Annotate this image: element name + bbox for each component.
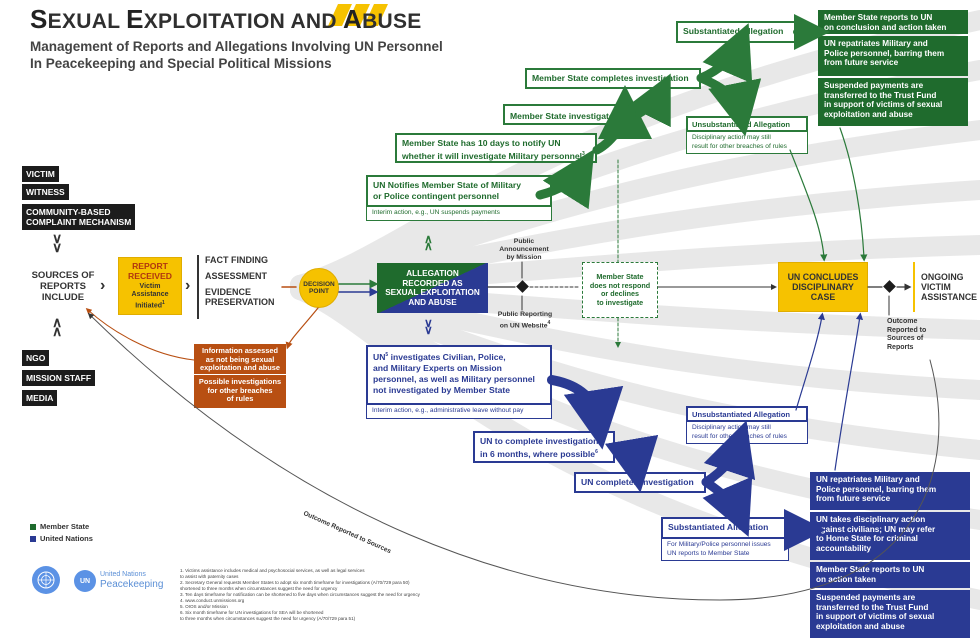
footnote-line: 5. OIOS and/or Mission [180,604,228,609]
footnote-ref-1: 1 [162,300,165,306]
victim-assistance-note: Victim Assistance Initiated1 [119,283,181,310]
footnotes: 1. Victims assistance includes medical a… [180,568,420,622]
ten-days-notify: Member State has 10 days to notify UN wh… [395,133,597,163]
ms-unsubstantiated-allegation: Unsubstantiated Allegation [686,116,808,132]
un-investigates-text: investigates Civilian, Police, and Milit… [373,351,535,395]
un-outcome-disciplinary: UN takes disciplinary action against civ… [810,512,970,560]
source-ngo: NGO [22,350,50,366]
un-unsubstantiated-note: Disciplinary action may still result for… [686,422,808,444]
un-substantiated-note: For Military/Police personnel issues UN … [661,539,789,561]
un-six-months-text: UN to complete investigation in 6 months… [480,436,599,459]
sources-label: SOURCES OF REPORTS INCLUDE [31,270,95,303]
chevron-right-icon: › [100,277,106,294]
victim-assistance-text: Victim Assistance Initiated [131,283,169,310]
decision-point: DECISION POINT [299,268,339,308]
info-not-sea: Information assessed as not being sexual… [194,344,286,376]
subtitle-line-1: Management of Reports and Allegations In… [30,39,443,54]
logo-line-1: United Nations [100,571,146,578]
ms-no-response-text: Member State does not respond or decline… [589,272,651,307]
allegation-recorded-label: ALLEGATION RECORDED AS SEXUAL EXPLOITATI… [385,269,480,307]
peacekeeping-logo-icon: UN [74,570,96,592]
info-other-breaches: Possible investigations for other breach… [194,374,286,408]
peacekeeping-logo-text: United Nations Peacekeeping [100,571,163,590]
ms-unsubstantiated-note: Disciplinary action may still result for… [686,132,808,154]
chevron-right-icon: › [185,277,191,294]
un-emblem-icon [32,566,60,594]
interim-action-suspend: Interim action, e.g., UN suspends paymen… [366,207,552,221]
un-outcome-trust-fund: Suspended payments are transferred to th… [810,590,970,638]
peacekeeping-logo-badge: UN [79,577,91,585]
legend-member-state: Member State [30,522,89,531]
un-outcome-ms-report: Member State reports to UN on action tak… [810,562,970,588]
footnote-line: 6. Six month timeframe for UN investigat… [180,610,324,615]
source-media: MEDIA [22,390,58,406]
report-received-title: REPORT RECEIVED [128,261,172,281]
ms-no-response-box: Member State does not respond or decline… [582,262,658,318]
legend-member-state-label: Member State [40,522,90,531]
title-cap-s: S [30,4,48,34]
ms-outcome-repatriate: UN repatriates Military and Police perso… [818,36,968,76]
logo-line-2: Peacekeeping [100,579,164,590]
subtitle-line-2: In Peacekeeping and Special Political Mi… [30,56,332,71]
ongoing-label: ONGOING VICTIM ASSISTANCE [921,272,978,302]
title-part-1: EXUAL [47,10,127,33]
assessment-label: ASSESSMENT [205,271,268,281]
footnote-ref-3: 3 [582,151,585,157]
footnote-ref-6: 6 [595,449,598,455]
un-concludes-label: UN CONCLUDES DISCIPLINARY CASE [787,272,859,302]
public-announcement: Public Announcement by Mission [499,238,549,261]
chevron-up-icon: ∧∧ [52,314,62,339]
ten-days-text: Member State has 10 days to notify UN wh… [402,138,583,161]
title-cap-a: A [342,4,363,34]
outcome-reported-note: Outcome Reported to Sources of Reports [887,318,927,351]
allegation-recorded-box: ALLEGATION RECORDED AS SEXUAL EXPLOITATI… [377,263,488,313]
chevron-down-icon: ∨∨ [52,230,62,255]
fact-finding-label: FACT FINDING [205,255,268,265]
decision-point-label: DECISION POINT [303,280,335,296]
legend-blue-swatch [30,535,36,542]
chevron-down-blue-icon: ∨∨ [424,316,433,337]
evidence-preservation-label: EVIDENCE PRESERVATION [205,287,275,307]
chevron-up-green-icon: ∧∧ [424,232,433,253]
un-unsubstantiated-allegation: Unsubstantiated Allegation [686,406,808,422]
footnote-ref-4: 4 [547,320,551,326]
public-reporting: Public Reporting on UN Website4 [492,311,558,330]
member-state-investigates-text: Member State investigates [510,110,619,121]
public-reporting-text: Public Reporting on UN Website [497,311,553,330]
un-investigates: UN5 investigates Civilian, Police, and M… [366,345,552,405]
report-received-box: REPORT RECEIVED Victim Assistance Initia… [118,257,182,315]
un-concludes-box: UN CONCLUDES DISCIPLINARY CASE [778,262,868,312]
footnote-line: to three months when circumstances sugge… [180,616,356,621]
source-witness: WITNESS [22,184,69,200]
title-part-3: BUSE [362,10,422,33]
fact-finding-group: FACT FINDING ASSESSMENT EVIDENCE PRESERV… [197,255,281,319]
un-notifies-member-state: UN Notifies Member State of Military or … [366,175,552,207]
source-victim: VICTIM [22,166,59,182]
source-mission-staff: MISSION STAFF [22,370,96,386]
footnote-ref-2: 2 [618,111,622,117]
title-cap-e: E [126,4,144,34]
legend-green-swatch [30,523,36,530]
page-subtitle: Management of Reports and Allegations In… [30,38,500,72]
un-substantiated-allegation: Substantiated Allegation [661,517,789,539]
un-six-months: UN to complete investigation in 6 months… [473,431,615,463]
legend-united-nations-label: United Nations [40,534,93,543]
un-outcome-repatriate: UN repatriates Military and Police perso… [810,472,970,510]
ms-outcome-trust-fund: Suspended payments are transferred to th… [818,78,968,126]
interim-action-leave: Interim action, e.g., administrative lea… [366,405,552,419]
ms-substantiated-allegation: Substantiated Allegation [676,21,796,43]
ms-outcome-report: Member State reports to UN on conclusion… [818,10,968,34]
ongoing-victim-assistance: ONGOING VICTIM ASSISTANCE [913,262,980,312]
globe-icon [37,571,55,589]
legend-united-nations: United Nations [30,534,93,543]
title-part-2: XPLOITATION AND [143,10,343,33]
member-state-completes: Member State completes investigation [525,68,701,89]
member-state-investigates: Member State investigates2 [503,104,639,125]
un-investigates-pre: UN [373,351,386,362]
page-title: SEXUAL EXPLOITATION AND ABUSE [30,4,422,35]
un-completes: UN completes investigation [574,472,706,493]
source-community: COMMUNITY-BASED COMPLAINT MECHANISM [22,204,136,230]
